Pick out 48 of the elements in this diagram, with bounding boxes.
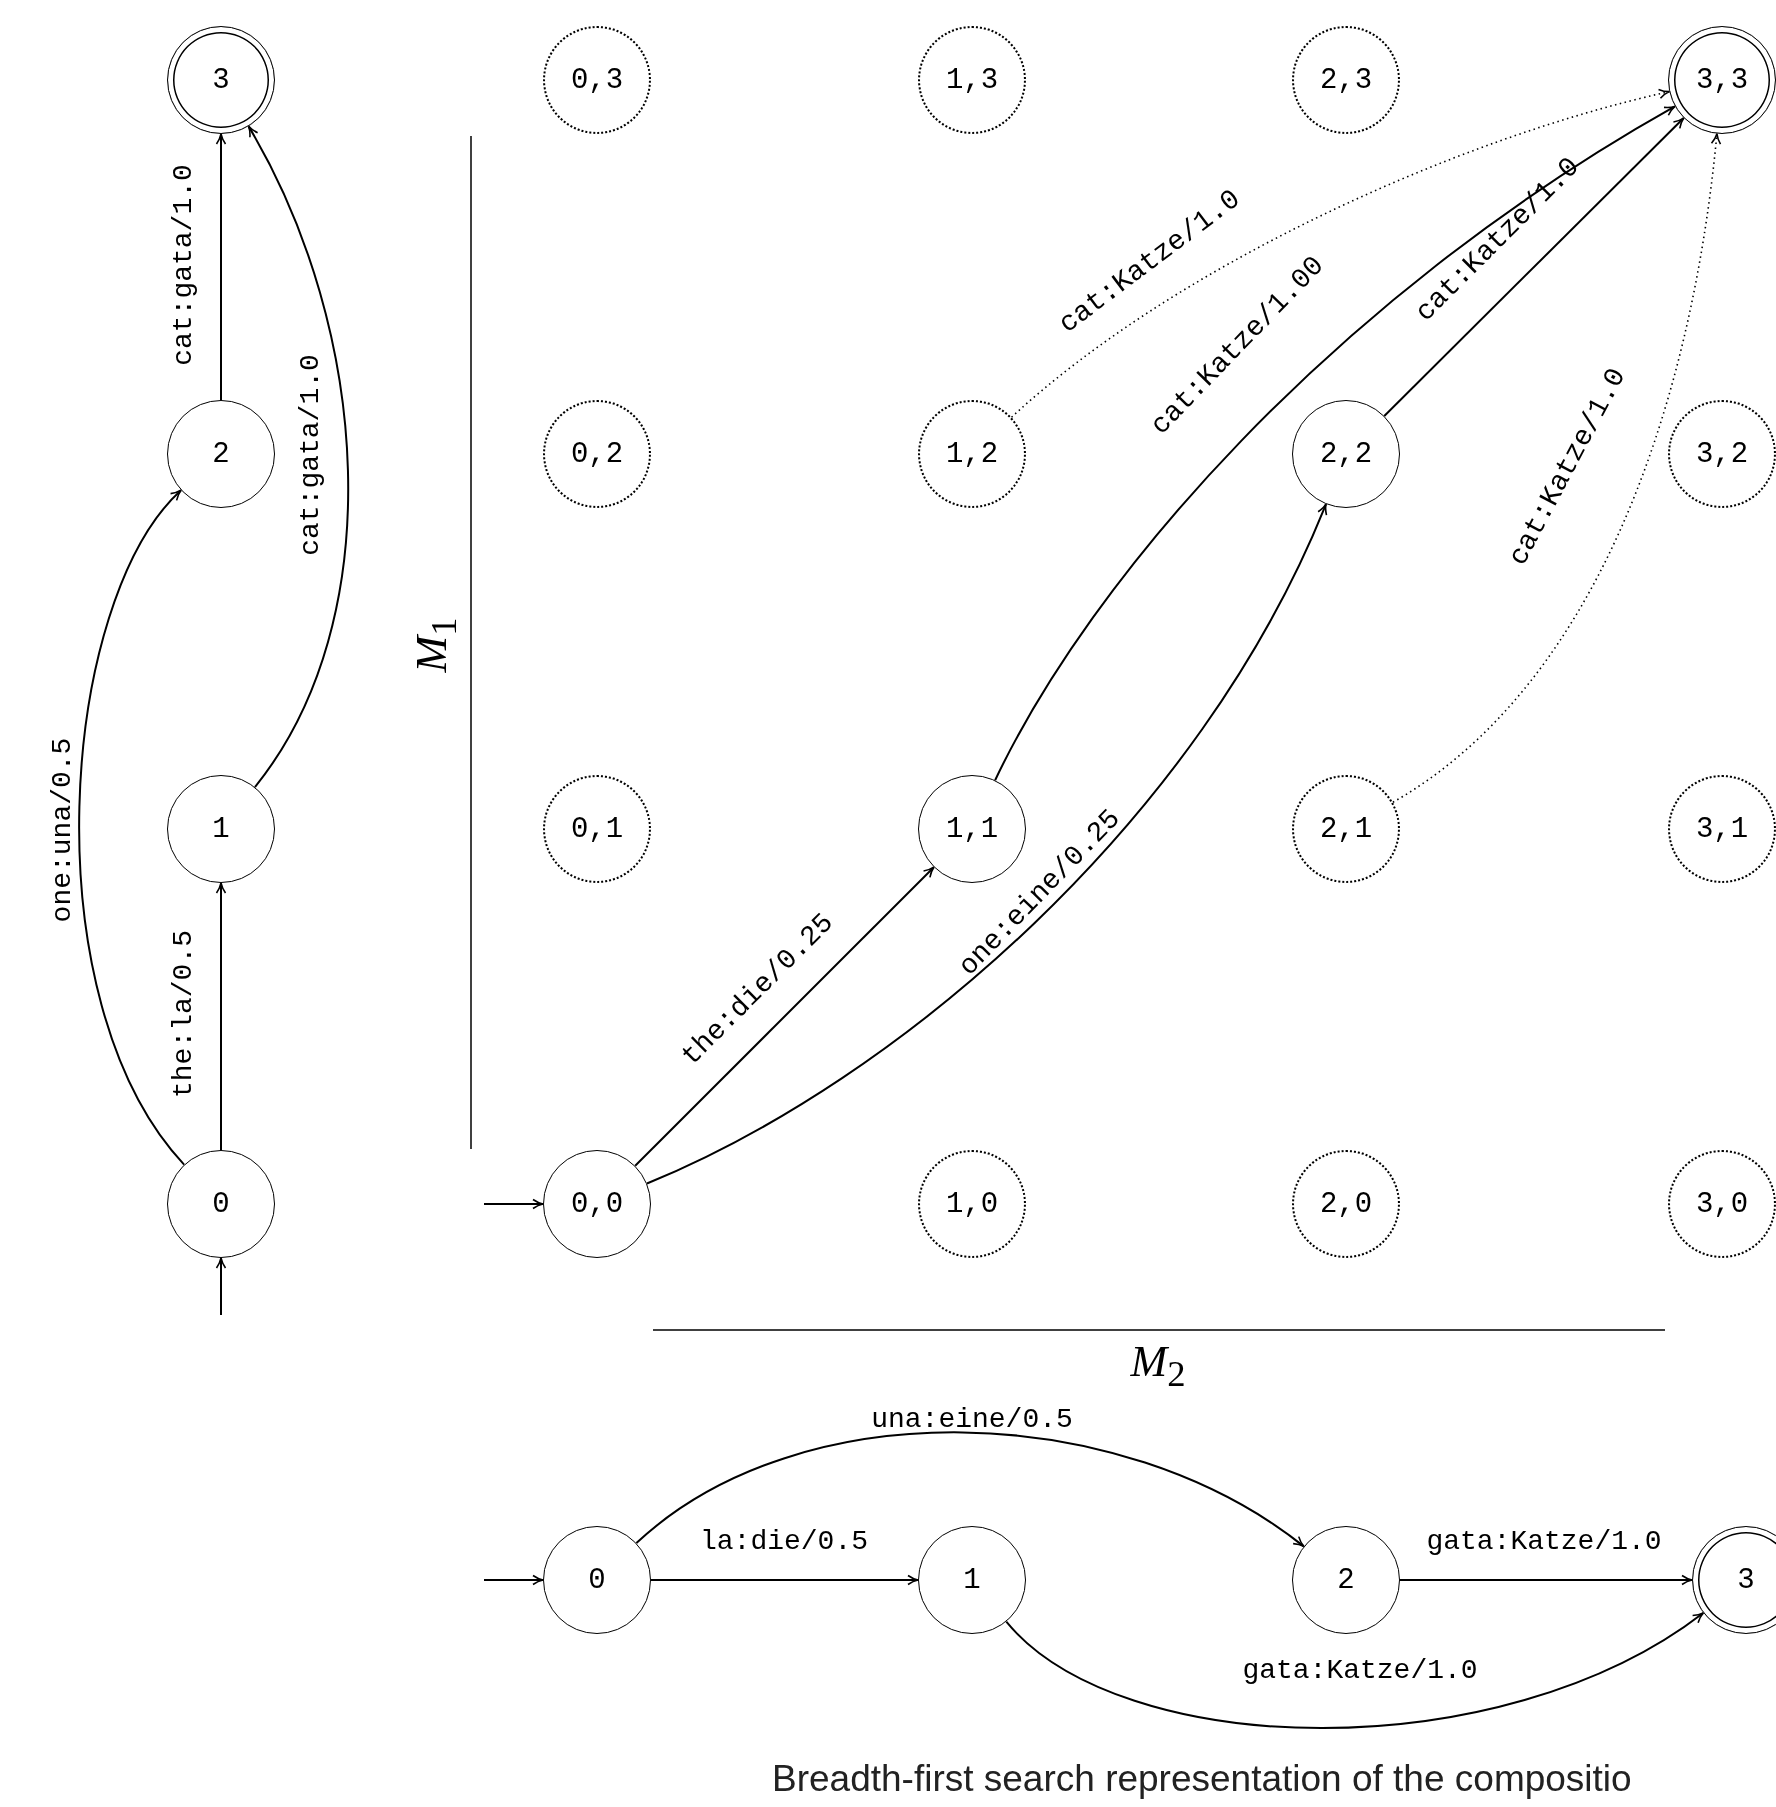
state-label: 2,1 bbox=[1319, 812, 1373, 846]
state-label: 0,1 bbox=[570, 812, 624, 846]
state-label: 1 bbox=[212, 812, 230, 846]
state-circle bbox=[1668, 1150, 1776, 1258]
edge-label: gata:Katze/1.0 bbox=[1426, 1528, 1662, 1556]
state-label: 2 bbox=[212, 437, 230, 471]
state-label: 0,2 bbox=[570, 437, 624, 471]
edge-label: la:die/0.5 bbox=[700, 1528, 868, 1556]
state-circle bbox=[543, 400, 651, 508]
state-label: 3,3 bbox=[1695, 63, 1749, 97]
state-label: 3,2 bbox=[1695, 437, 1749, 471]
state-circle bbox=[918, 400, 1026, 508]
state-label: 1,2 bbox=[945, 437, 999, 471]
caption: Breadth-first search representation of the compositio bbox=[772, 1760, 1632, 1797]
state-circle bbox=[918, 1150, 1026, 1258]
state-circle bbox=[543, 26, 651, 134]
state-label: 0,3 bbox=[570, 63, 624, 97]
state-circle bbox=[918, 26, 1026, 134]
state-label: 2,0 bbox=[1319, 1187, 1373, 1221]
accept-state-circle bbox=[1692, 1526, 1776, 1634]
state-label: 0,0 bbox=[570, 1187, 624, 1221]
state-circle bbox=[543, 775, 651, 883]
state-label: 2,3 bbox=[1319, 63, 1373, 97]
state-label: 3 bbox=[212, 63, 230, 97]
state-circle bbox=[1292, 775, 1400, 883]
state-label: 1 bbox=[963, 1563, 981, 1597]
edge-label: gata:Katze/1.0 bbox=[1242, 1657, 1478, 1685]
edge-label: the:la/0.5 bbox=[170, 930, 198, 1098]
state-label: 3 bbox=[1737, 1563, 1755, 1597]
state-circle bbox=[1668, 400, 1776, 508]
state-label: 1,3 bbox=[945, 63, 999, 97]
state-label: 3,0 bbox=[1695, 1187, 1749, 1221]
edge-label: una:eine/0.5 bbox=[871, 1406, 1073, 1434]
state-circle bbox=[1668, 775, 1776, 883]
accept-state-circle bbox=[167, 26, 275, 134]
state-label: 0 bbox=[212, 1187, 230, 1221]
state-label: 2,2 bbox=[1319, 437, 1373, 471]
state-circle bbox=[1292, 26, 1400, 134]
edge-label: one:una/0.5 bbox=[49, 737, 77, 923]
state-circle bbox=[1292, 1150, 1400, 1258]
edge-label: cat:gata/1.0 bbox=[297, 354, 325, 556]
state-label: 0 bbox=[588, 1563, 606, 1597]
machine-label: M$_{2}$ bbox=[1130, 1339, 1186, 1393]
edge-label: cat:gata/1.0 bbox=[170, 164, 198, 366]
state-label: 3,1 bbox=[1695, 812, 1749, 846]
accept-state-circle bbox=[1668, 26, 1776, 134]
state-label: 2 bbox=[1337, 1563, 1355, 1597]
state-label: 1,0 bbox=[945, 1187, 999, 1221]
